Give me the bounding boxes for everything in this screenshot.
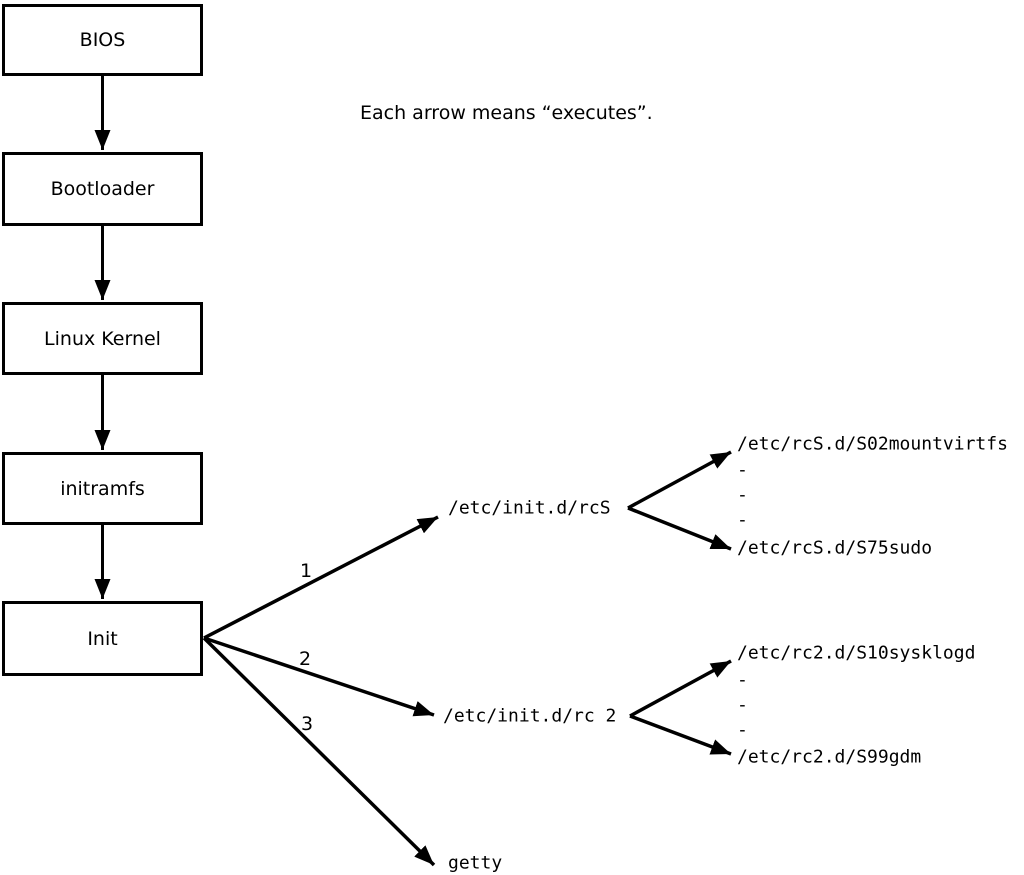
arrow-init-to-rcs <box>203 515 439 640</box>
ellipsis-dash: - <box>737 694 748 716</box>
arrow-init-to-getty <box>202 636 436 867</box>
arrow-init-to-rc2 <box>203 636 435 717</box>
node-bootloader-label: Bootloader <box>50 178 155 200</box>
ellipsis-dash: - <box>737 459 748 481</box>
node-initramfs-label: initramfs <box>60 477 145 500</box>
arrow-rc2-to-s10sysklogd <box>629 659 732 718</box>
node-init-label: Init <box>87 627 118 650</box>
node-linux-kernel: Linux Kernel <box>2 302 203 375</box>
branch-number-3: 3 <box>301 713 314 735</box>
diagram-caption: Each arrow means “executes”. <box>360 102 653 124</box>
label-rcs-d-s75sudo: /etc/rcS.d/S75sudo <box>737 537 933 559</box>
ellipsis-dash: - <box>737 509 748 531</box>
ellipsis-dash: - <box>737 719 748 741</box>
node-bios: BIOS <box>2 4 203 76</box>
branch-number-2: 2 <box>299 648 312 670</box>
node-initramfs: initramfs <box>2 452 203 525</box>
arrow-rcs-to-s02mountvirtfs <box>627 450 732 510</box>
label-rc2-d-s99gdm: /etc/rc2.d/S99gdm <box>737 746 922 768</box>
label-rcs-d-s02mountvirtfs: /etc/rcS.d/S02mountvirtfs <box>737 433 1008 455</box>
ellipsis-dash: - <box>737 669 748 691</box>
node-linux-kernel-label: Linux Kernel <box>44 327 161 350</box>
label-init-d-rc2: /etc/init.d/rc 2 <box>443 705 617 727</box>
branch-number-1: 1 <box>300 560 313 582</box>
arrow-rc2-to-s99gdm <box>629 714 732 756</box>
label-init-d-rcs: /etc/init.d/rcS <box>448 497 611 519</box>
label-getty: getty <box>448 852 503 874</box>
label-rc2-d-s10sysklogd: /etc/rc2.d/S10sysklogd <box>737 642 976 664</box>
ellipsis-dash: - <box>737 484 748 506</box>
node-init: Init <box>2 601 203 676</box>
arrow-rcs-to-s75sudo <box>627 506 732 551</box>
node-bios-label: BIOS <box>79 29 126 51</box>
node-bootloader: Bootloader <box>2 152 203 226</box>
